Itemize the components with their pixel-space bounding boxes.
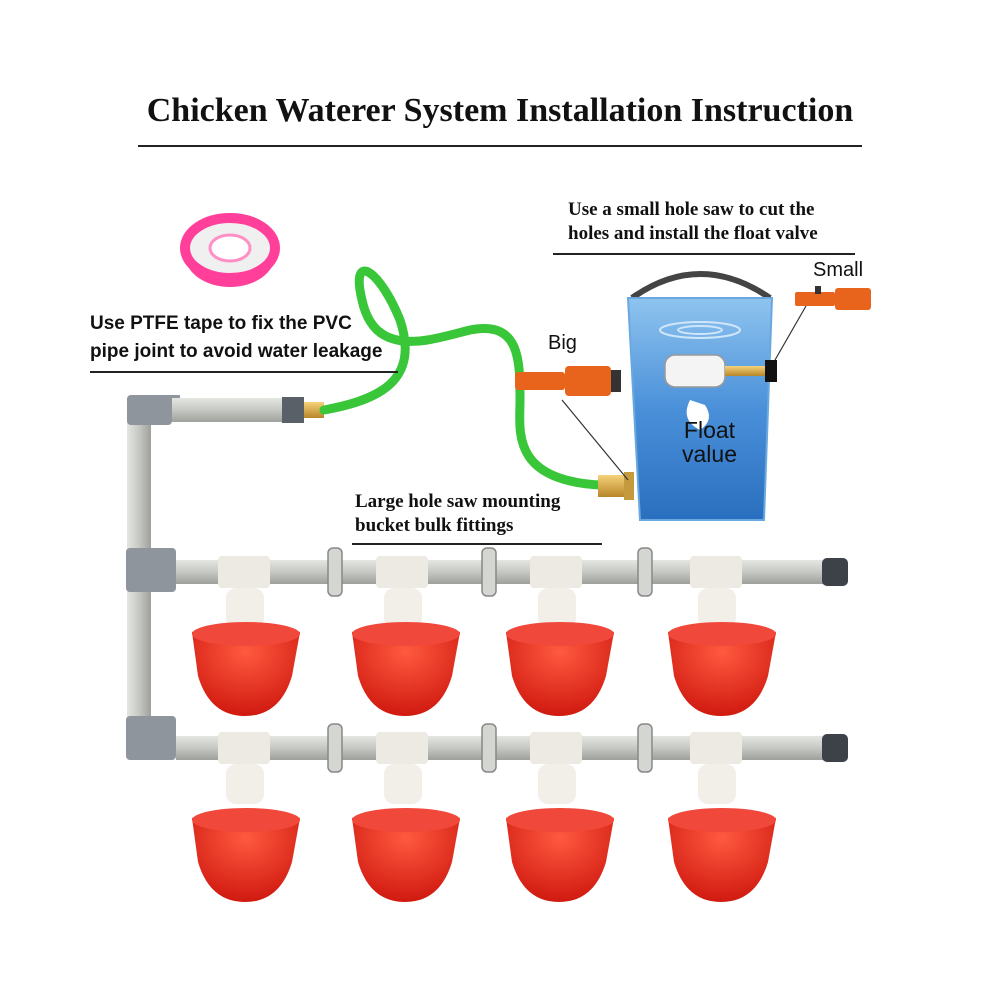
hole-saw-note-rule <box>553 253 855 255</box>
waterer-cup <box>352 556 460 716</box>
fittings-note-line1: Large hole saw mounting <box>355 491 561 512</box>
ptfe-tape-icon <box>180 213 280 287</box>
waterer-cup <box>352 732 460 902</box>
float-valve <box>664 354 777 430</box>
page-title: Chicken Waterer System Installation Inst… <box>146 92 854 129</box>
waterer-cup <box>506 732 614 902</box>
top-branch-pipe <box>176 558 848 586</box>
title-underline <box>138 145 862 147</box>
top-elbow <box>127 395 172 425</box>
green-hose <box>319 266 605 490</box>
hole-saw-note-line2: holes and install the float valve <box>568 223 818 244</box>
pipe-clamp <box>637 547 653 597</box>
hole-saw-note: Use a small hole saw to cut the holes an… <box>568 198 818 246</box>
tee-fitting-top <box>126 548 176 592</box>
ptfe-note: Use PTFE tape to fix the PVC pipe joint … <box>90 310 382 366</box>
ptfe-note-line2: pipe joint to avoid water leakage <box>90 341 383 362</box>
pipe-clamp <box>481 723 497 773</box>
cup-row-top <box>192 556 776 716</box>
waterer-cup <box>192 556 300 716</box>
cup-row-bottom <box>192 732 776 902</box>
small-hole-saw-icon <box>774 286 871 361</box>
pipe-clamp <box>481 547 497 597</box>
float-label: Float value <box>682 418 737 466</box>
waterer-cup <box>668 732 776 902</box>
big-hole-saw-icon <box>515 366 629 481</box>
pipe-clamp <box>327 547 343 597</box>
big-label: Big <box>548 332 577 354</box>
bottom-end-cap <box>822 734 848 762</box>
ptfe-note-line1: Use PTFE tape to fix the PVC <box>90 313 352 334</box>
waterer-cup <box>192 732 300 902</box>
fittings-note-rule <box>352 543 602 545</box>
bulk-fitting <box>598 472 634 500</box>
brass-connector <box>304 402 324 418</box>
hole-saw-note-line1: Use a small hole saw to cut the <box>568 199 815 220</box>
elbow-fitting-bottom <box>126 716 176 760</box>
top-end-cap <box>822 558 848 586</box>
pipe-end-adapter <box>282 397 304 423</box>
waterer-cup <box>506 556 614 716</box>
bottom-branch-pipe <box>176 734 848 762</box>
ptfe-note-rule <box>90 371 398 373</box>
water-bucket <box>626 271 774 521</box>
float-label-line1: Float <box>683 417 736 443</box>
fittings-note-line2: bucket bulk fittings <box>355 515 514 536</box>
small-label: Small <box>813 259 864 281</box>
fittings-note: Large hole saw mounting bucket bulk fitt… <box>355 490 560 538</box>
pipe-clamp <box>327 723 343 773</box>
waterer-cup <box>668 556 776 716</box>
float-label-line2: value <box>682 441 737 467</box>
pipe-clamp <box>637 723 653 773</box>
